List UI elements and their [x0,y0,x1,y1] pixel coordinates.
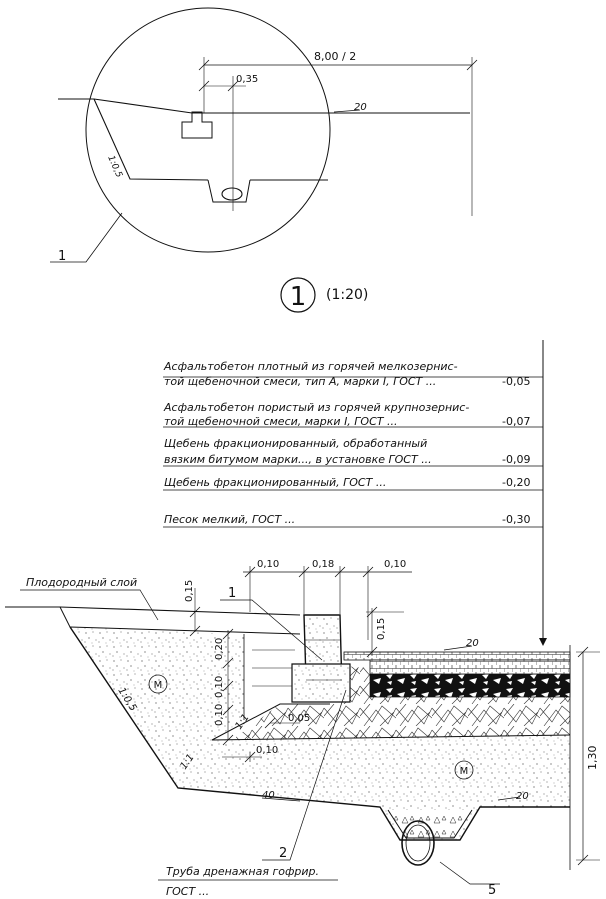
topsoil-label: Плодородный слой [26,576,137,589]
drain-pipe [401,820,435,866]
callout-2: 2 [279,846,287,861]
layer-4-thickness: -0,20 [502,476,530,489]
pipe-label: Труба дренажная гофрир. [166,865,319,878]
marker-m-left-label: М [154,680,163,691]
layer-2-thickness: -0,07 [502,415,530,428]
dim-width-label: 8,00 / 2 [314,50,356,63]
dim-top-2: 0,18 [312,559,334,570]
fill-asphalt-dense [343,651,571,661]
fill-sand-bottom [178,735,570,840]
slope-40-label: 40 [262,790,275,801]
dim-curb-label: 0,15 [376,618,387,640]
trench-outline [69,626,570,841]
slope-20a-label: 20 [466,638,479,649]
layer-3-line2: вязким битумом марки..., в установке ГОС… [164,453,432,466]
detail-view: 8,00 / 2 0,35 20 1:0,5 1 1 (1:20) [50,7,478,313]
detail-circle [85,7,331,253]
dim-topsoil-label: 0,15 [184,580,195,602]
marker-m-right [454,760,474,780]
marker-m-right-label: М [460,766,469,777]
pipe-gost-label: ГОСТ ... [166,885,209,898]
legend-rules [163,376,543,528]
detail-trench [93,98,328,181]
callout-number: 1 [290,282,307,312]
detail-drain-box [207,179,251,203]
fill-gravel [232,697,570,740]
dim-left-2: 0,10 [214,676,225,698]
layer-3-thickness: -0,09 [502,453,530,466]
fill-bitumen-gravel [369,673,571,698]
fill-asphalt-porous [369,659,571,675]
dim-total-label: 1,30 [586,746,599,771]
callout-5: 5 [488,883,496,898]
dim-offset-label: 0,35 [236,74,258,85]
dim-left-3: 0,10 [214,704,225,726]
layer-1-line1: Асфальтобетон плотный из горячей мелкозе… [163,360,458,373]
scale-label: (1:20) [326,287,368,303]
callout-circle [280,277,316,313]
slope-20b-label: 20 [516,791,529,802]
detail-top-line [58,98,470,114]
callout-1: 1 [228,586,236,601]
layer-2-line2: той щебеночной смеси, марки I, ГОСТ ... [164,415,397,428]
detail-pipe [221,187,243,201]
layer-1-thickness: -0,05 [502,375,530,388]
dim-left-1: 0,20 [214,638,225,660]
detail-leader [50,212,123,263]
curb-foundation [291,663,351,703]
dim-top-1: 0,10 [257,559,279,570]
sand-top-line [211,734,571,741]
detail-leader-number: 1 [58,249,66,264]
cross-section: 1,30 0,10 0,18 0,10 0,15 0,15 0,20 0,10 … [5,559,600,898]
layer-3-line1: Щебень фракционированный, обработанный [164,437,427,450]
dim-005-label: 0,05 [288,713,310,724]
slope-top-label: 20 [354,102,367,113]
marker-m-left [148,674,168,694]
dim-top-3: 0,10 [384,559,406,570]
layer-2-line1: Асфальтобетон пористый из горячей крупно… [163,401,469,414]
layer-4-line2: Щебень фракционированный, ГОСТ ... [164,476,386,489]
layer-5-thickness: -0,30 [502,513,530,526]
layer-5-line2: Песок мелкий, ГОСТ ... [164,513,295,526]
dim-010-label: 0,10 [256,745,278,756]
detail-curb [181,111,213,139]
layer-1-line2: той щебеночной смеси, тип А, марки I, ГО… [164,375,436,388]
fill-sand-left [70,627,244,788]
layer-legend: Асфальтобетон плотный из горячей мелкозе… [163,340,547,646]
